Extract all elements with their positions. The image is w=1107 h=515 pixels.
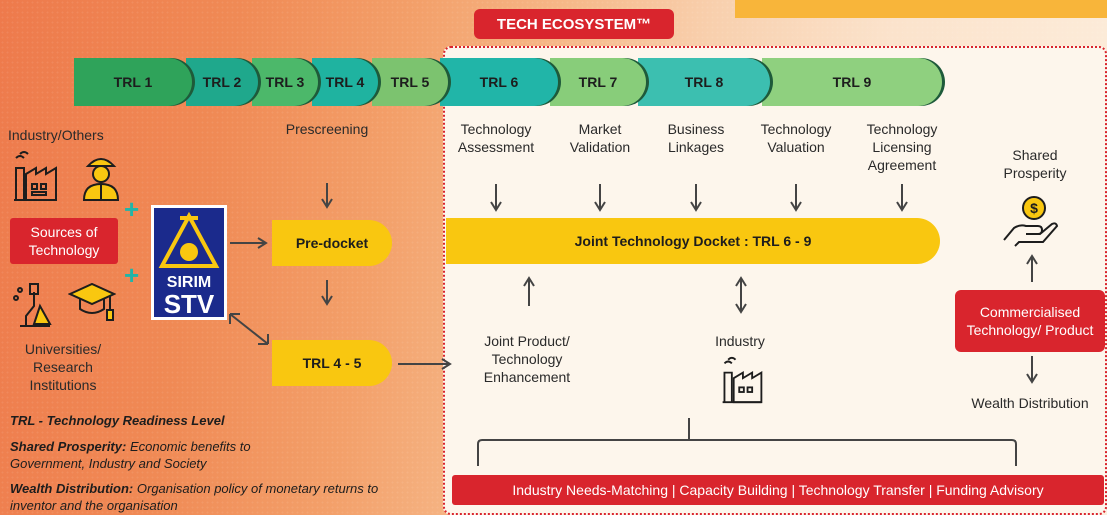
joint-product-label: Joint Product/ Technology Enhancement	[483, 333, 571, 385]
logo-text-stv: STV	[163, 289, 215, 319]
note-shared-prosperity: Shared Prosperity: Economic benefits to …	[10, 438, 310, 472]
arrow-down-icon	[594, 184, 606, 212]
arrow-down-icon	[896, 184, 908, 212]
laboratory-icon	[13, 283, 52, 327]
trl-segment-7: TRL 7	[550, 58, 646, 106]
arrow-up-icon	[523, 276, 535, 306]
wealth-distribution-label: Wealth Distribution	[971, 395, 1089, 411]
logo-text-sirim: SIRIM	[166, 274, 212, 291]
industry-others-label: Industry/Others	[8, 127, 104, 143]
factory-icon	[14, 151, 57, 201]
technology-licensing-label: Technology Licensing Agreement	[866, 121, 938, 173]
worker-icon	[82, 158, 120, 201]
hand-coin-icon: $	[1003, 196, 1059, 247]
trl-segment-9: TRL 9	[762, 58, 942, 106]
services-bracket	[477, 418, 1017, 466]
arrow-up-icon	[1026, 254, 1038, 282]
trl-segment-8: TRL 8	[638, 58, 770, 106]
sirim-emblem-icon	[158, 212, 220, 268]
arrow-right-icon	[398, 358, 452, 370]
trl-segment-6: TRL 6	[440, 58, 558, 106]
factory-icon	[722, 356, 763, 404]
trl-segment-2: TRL 2	[186, 58, 258, 106]
technology-valuation-label: Technology Valuation	[760, 121, 832, 155]
trl-4-5-pill: TRL 4 - 5	[272, 340, 392, 386]
arrow-down-icon	[790, 184, 802, 212]
note-wealth-distribution: Wealth Distribution: Organisation policy…	[10, 480, 400, 514]
double-arrow-vertical-icon	[735, 276, 747, 314]
tech-ecosystem-panel	[443, 46, 1107, 515]
joint-technology-docket: Joint Technology Docket : TRL 6 - 9	[446, 218, 940, 264]
decorative-top-band	[735, 0, 1107, 18]
sirim-stv-logo: SIRIM STV	[151, 205, 227, 320]
arrow-down-icon	[1026, 356, 1038, 384]
arrow-down-icon	[690, 184, 702, 212]
pre-docket-pill: Pre-docket	[272, 220, 392, 266]
plus-icon: +	[124, 194, 140, 224]
svg-text:$: $	[1030, 200, 1038, 216]
double-arrow-icon	[229, 313, 269, 345]
trl-segment-5: TRL 5	[372, 58, 448, 106]
plus-icon: +	[124, 260, 140, 290]
industry-label: Industry	[715, 333, 765, 349]
trl-segment-4: TRL 4	[312, 58, 378, 106]
arrow-down-icon	[321, 280, 333, 306]
technology-assessment-label: Technology Assessment	[457, 121, 535, 155]
services-bar: Industry Needs-Matching | Capacity Build…	[452, 475, 1104, 505]
ecosystem-title: TECH ECOSYSTEM™	[474, 9, 674, 39]
note-bold: Shared Prosperity:	[10, 439, 127, 454]
arrow-down-icon	[321, 183, 333, 209]
market-validation-label: Market Validation	[569, 121, 631, 155]
sources-of-technology-box: Sources of Technology	[10, 218, 118, 264]
note-trl: TRL - Technology Readiness Level	[10, 412, 310, 429]
arrow-down-icon	[490, 184, 502, 212]
trl-segment-3: TRL 3	[252, 58, 318, 106]
shared-prosperity-label: Shared Prosperity	[1003, 147, 1067, 181]
note-text: Economic benefits to Government, Industr…	[10, 439, 251, 471]
business-linkages-label: Business Linkages	[667, 121, 725, 155]
prescreening-label: Prescreening	[285, 121, 369, 137]
commercialised-box: Commercialised Technology/ Product	[955, 290, 1105, 352]
trl-segment-1: TRL 1	[74, 58, 192, 106]
note-bold: Wealth Distribution:	[10, 481, 134, 496]
note-bold: TRL - Technology Readiness Level	[10, 413, 225, 428]
note-text: Organisation policy of monetary returns …	[10, 481, 379, 513]
universities-label: Universities/ Research Institutions	[24, 341, 102, 393]
graduation-cap-icon	[68, 282, 116, 321]
arrow-right-icon	[230, 237, 268, 249]
